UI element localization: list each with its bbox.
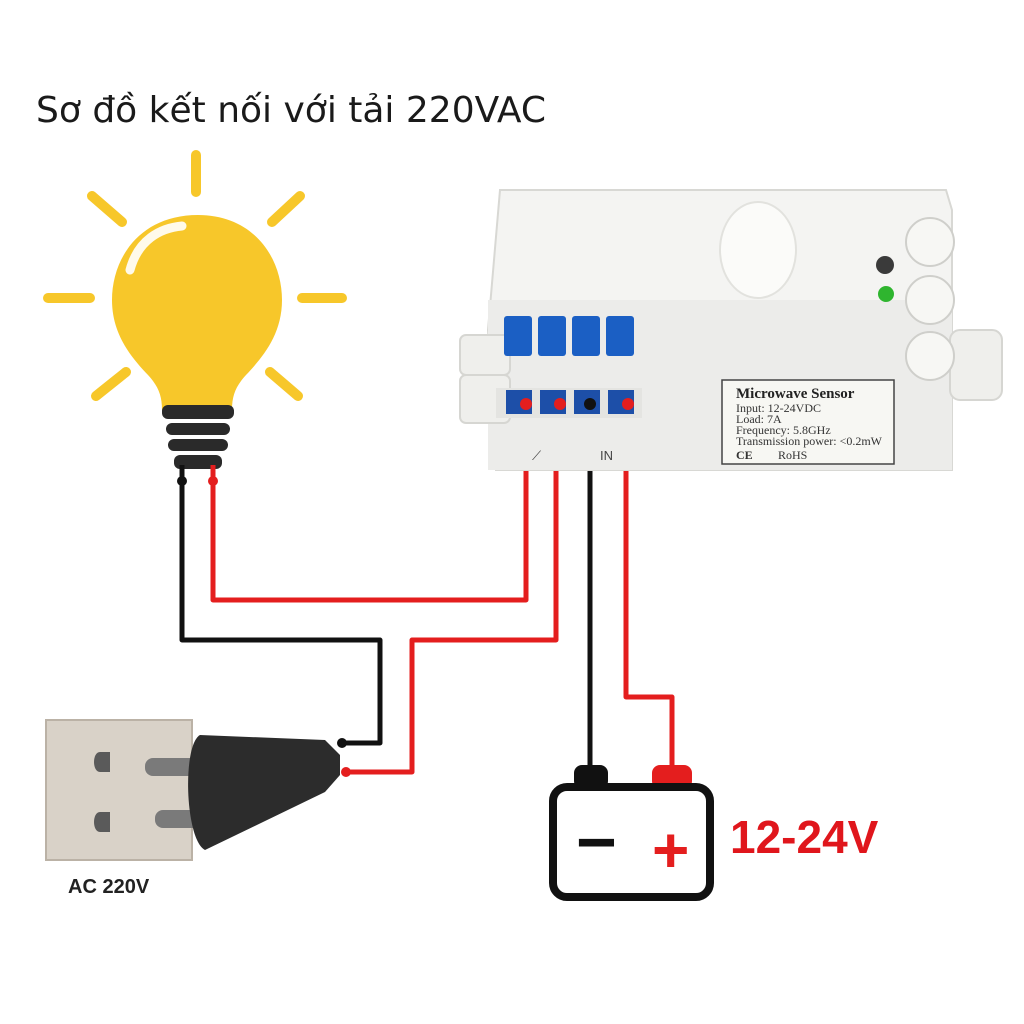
- page-title: Sơ đồ kết nối với tải 220VAC: [36, 90, 546, 131]
- wire-joint: [341, 767, 351, 777]
- battery-icon: − +: [549, 765, 714, 901]
- wire-joint: [337, 738, 347, 748]
- socket-label: AC 220V: [68, 876, 150, 898]
- terminal-clip: [572, 316, 600, 356]
- terminal-clip: [538, 316, 566, 356]
- status-led-icon: [878, 286, 894, 302]
- wire-joint: [208, 476, 218, 486]
- wire-joint: [177, 476, 187, 486]
- plate-line-input: Input: 12-24VDC: [736, 401, 821, 415]
- voltage-label: 12-24V: [730, 811, 879, 863]
- terminal-wire-end: [520, 398, 532, 410]
- plate-line-load: Load: 7A: [736, 412, 782, 426]
- plate-line-frequency: Frequency: 5.8GHz: [736, 423, 831, 437]
- battery-plus: +: [652, 814, 689, 886]
- plug-icon: [145, 735, 340, 850]
- wire-battery-red: [623, 405, 675, 770]
- nameplate: [721, 379, 895, 465]
- plate-title: Microwave Sensor: [736, 386, 855, 402]
- light-bulb-icon: [112, 215, 282, 469]
- cert-ce: CE: [736, 448, 753, 462]
- in-mark: IN: [600, 448, 613, 463]
- plate-line-power: Transmission power: <0.2mW: [736, 434, 883, 448]
- terminal-clip: [504, 316, 532, 356]
- light-sensor-icon: [876, 256, 894, 274]
- wire-plug-red: [342, 405, 559, 775]
- cert-rohs: RoHS: [778, 448, 807, 462]
- wall-socket: [45, 719, 193, 861]
- adjust-knobs: [905, 217, 955, 381]
- terminal-wire-end: [584, 398, 596, 410]
- wire-bulb-red: [210, 405, 529, 603]
- terminal-block: [504, 316, 634, 414]
- wire-bulb-black: [179, 480, 383, 746]
- battery-minus: −: [576, 803, 617, 881]
- switch-mark: ⟋: [532, 448, 542, 463]
- bulb-rays: [43, 150, 347, 401]
- terminal-clip: [606, 316, 634, 356]
- terminal-wire-end: [622, 398, 634, 410]
- terminal-wire-end: [554, 398, 566, 410]
- microwave-sensor-module: Microwave Sensor Input: 12-24VDC Load: 7…: [459, 189, 1003, 471]
